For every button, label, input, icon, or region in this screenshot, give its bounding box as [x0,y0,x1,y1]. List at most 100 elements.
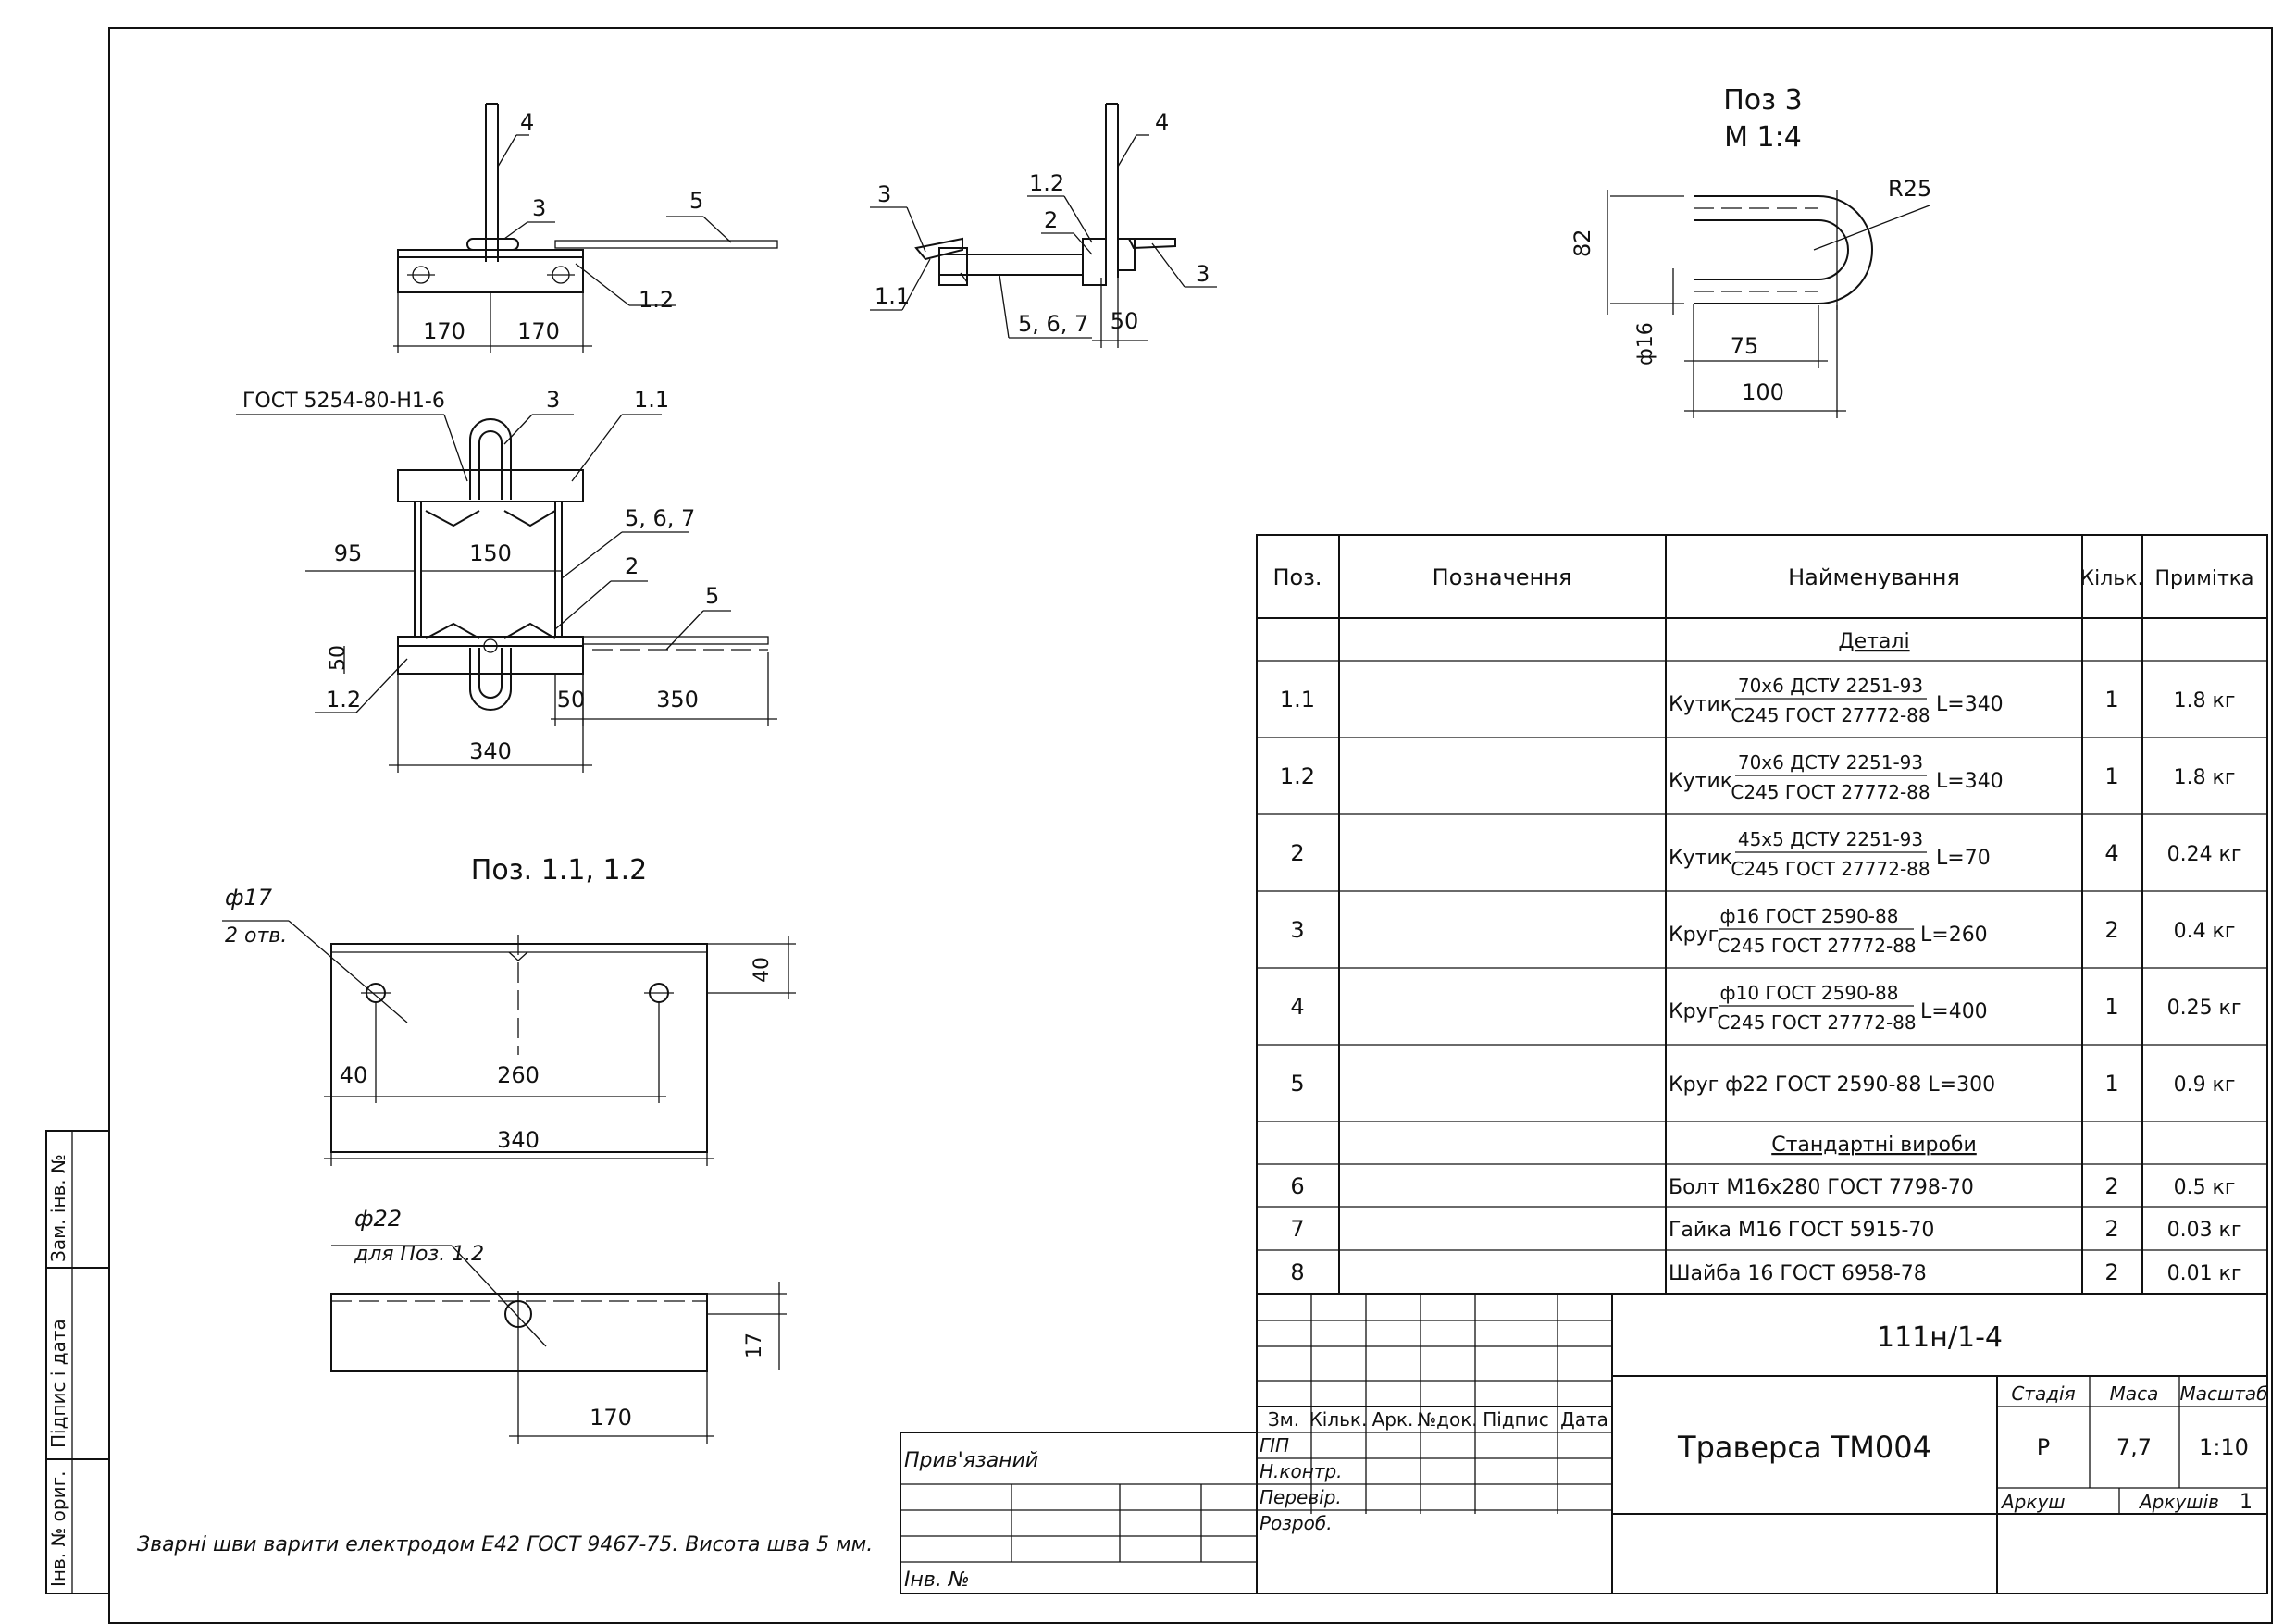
stamp-stage: Р [2037,1434,2050,1460]
dim-plan-95: 95 [334,540,363,566]
spec-cell-qty: 1 [2104,994,2118,1020]
pos11-title: Поз. 1.1, 1.2 [471,854,647,886]
pos11-hole-diameter: ф17 [225,885,273,911]
spec-row: 5 Круг ф22 ГОСТ 2590-88 L=300 1 0.9 кг [1290,1071,2235,1097]
spec-row: 4 Круг ф10 ГОСТ 2590-88 С245 ГОСТ 27772-… [1290,982,2241,1034]
spec-row: 7 Гайка М16 ГОСТ 5915-70 2 0.03 кг [1290,1216,2241,1242]
dim-pos3-75: 75 [1731,333,1759,359]
spec-header-note: Примітка [2154,567,2253,590]
stamp-col-date: Дата [1560,1408,1608,1431]
welding-note: Зварні шви варити електродом Е42 ГОСТ 94… [137,1533,873,1556]
spec-section-standard: Стандартні вироби [1771,1134,1977,1157]
label-side-2: 2 [1044,207,1058,233]
pos12-hole-diameter: ф22 [354,1206,402,1232]
pos3-title: Поз 3 [1723,84,1803,117]
label-plan-1-2: 1.2 [326,687,361,713]
label-top-4: 4 [520,109,534,135]
spec-cell-pos: 3 [1290,917,1304,943]
spec-cell-note: 0.9 кг [2174,1073,2236,1097]
spec-cell-note: 1.8 кг [2174,766,2236,789]
label-side-1-2: 1.2 [1029,170,1064,196]
dim-pos11-40: 40 [340,1062,368,1088]
spec-cell-pos: 7 [1290,1216,1304,1242]
spec-cell-qty: 2 [2104,1259,2118,1285]
spec-cell-length: L=340 [1936,770,2004,793]
stamp-col-qty: Кільк. [1309,1408,1368,1431]
dim-plan-50: 50 [557,687,586,713]
stamp-role-gip: ГІП [1260,1434,1289,1457]
spec-cell-qty: 1 [2104,1071,2118,1097]
stamp-mass: 7,7 [2116,1434,2152,1460]
spec-cell-profile: 70х6 ДСТУ 2251-93 [1738,675,1923,697]
spec-cell-profile: ф16 ГОСТ 2590-88 [1720,905,1899,927]
spec-cell-pos: 1.1 [1280,687,1315,713]
stamp-role-checked: Перевір. [1260,1486,1342,1508]
spec-cell-note: 1.8 кг [2174,689,2236,713]
stamp-col-change: Зм. [1268,1408,1299,1431]
dim-top-170b: 170 [517,318,560,344]
spec-cell-pos: 4 [1290,994,1304,1020]
spec-header-pos: Поз. [1272,564,1322,590]
stamp-mass-label: Маса [2110,1382,2159,1405]
spec-cell-pos: 5 [1290,1071,1304,1097]
spec-cell-name: Болт М16х280 ГОСТ 7798-70 [1669,1176,1974,1199]
stamp-stage-label: Стадія [2011,1382,2075,1405]
drawing-code: 111н/1-4 [1877,1321,2003,1354]
spec-cell-length: L=70 [1936,847,1991,870]
spec-cell-note: 0.4 кг [2174,920,2236,943]
spec-cell-qty: 2 [2104,1173,2118,1199]
side-stamp-sign-date: Підпис і дата [47,1319,69,1448]
dim-pos3-r25: R25 [1888,176,1931,202]
spec-cell-name: Круг [1669,924,1719,947]
stamp-col-sign: Підпис [1483,1408,1549,1431]
stamp-sheets: 1 [2240,1491,2253,1514]
spec-cell-note: 0.03 кг [2167,1219,2242,1242]
side-stamp: Зам. інв. № Підпис і дата Інв. № ориг. [45,1130,110,1594]
spec-cell-steel: С245 ГОСТ 27772-88 [1717,1011,1916,1034]
pos3-scale: М 1:4 [1724,121,1802,154]
label-side-1-1: 1.1 [875,283,910,309]
dim-pos12-17: 17 [743,1333,766,1358]
label-top-5: 5 [689,188,703,214]
spec-cell-qty: 2 [2104,917,2118,943]
spec-cell-qty: 1 [2104,687,2118,713]
spec-cell-qty: 4 [2104,840,2118,866]
label-plan-gost: ГОСТ 5254-80-Н1-6 [242,390,445,413]
spec-cell-profile: ф10 ГОСТ 2590-88 [1720,982,1899,1004]
spec-cell-name: Гайка М16 ГОСТ 5915-70 [1669,1219,1934,1242]
stamp-role-developed: Розроб. [1260,1512,1333,1534]
spec-cell-pos: 6 [1290,1173,1304,1199]
dim-plan-340: 340 [469,738,512,764]
title-block: Прив'язаний Інв. № Зм. Кільк. Арк. №док.… [900,1293,2268,1594]
spec-header-name: Найменування [1788,564,1960,590]
view-side: 50 4 1.2 2 3 3 1.1 5, 6, 7 [870,103,1217,348]
side-stamp-replace-inv: Зам. інв. № [47,1154,69,1262]
stamp-bound: Прив'язаний [904,1449,1038,1472]
spec-row: 6 Болт М16х280 ГОСТ 7798-70 2 0.5 кг [1290,1173,2235,1199]
view-pos3: Поз 3 М 1:4 82 75 100 ф16 R25 [1570,84,1931,418]
view-pos12: 17 170 ф22 для Поз. 1.2 [330,1206,787,1444]
dim-pos3-82: 82 [1570,229,1595,257]
label-plan-2: 2 [625,553,639,579]
dim-plan-150: 150 [469,540,512,566]
spec-header-qty: Кільк. [2079,567,2143,590]
spec-cell-steel: С245 ГОСТ 27772-88 [1717,935,1916,957]
dim-pos11-340: 340 [497,1127,540,1153]
spec-cell-note: 0.5 кг [2174,1176,2236,1199]
pos12-hole-note: для Поз. 1.2 [354,1243,484,1266]
label-top-3: 3 [532,195,546,221]
dim-side-50: 50 [1111,308,1139,334]
spec-cell-note: 0.24 кг [2167,843,2242,866]
dim-pos12-170: 170 [590,1405,632,1431]
side-stamp-orig-inv: Інв. № ориг. [47,1471,69,1587]
spec-cell-name: Круг ф22 ГОСТ 2590-88 L=300 [1669,1073,1995,1097]
spec-cell-note: 0.01 кг [2167,1262,2242,1285]
label-plan-3: 3 [546,387,560,413]
spec-row: 1.1 Кутик 70х6 ДСТУ 2251-93 С245 ГОСТ 27… [1280,675,2236,726]
spec-row: 3 Круг ф16 ГОСТ 2590-88 С245 ГОСТ 27772-… [1290,905,2235,957]
dim-pos11-40-vert: 40 [751,957,774,983]
drawing-title: Траверса ТМ004 [1677,1430,1931,1465]
spec-cell-profile: 70х6 ДСТУ 2251-93 [1738,751,1923,774]
label-side-5-6-7: 5, 6, 7 [1018,311,1088,337]
